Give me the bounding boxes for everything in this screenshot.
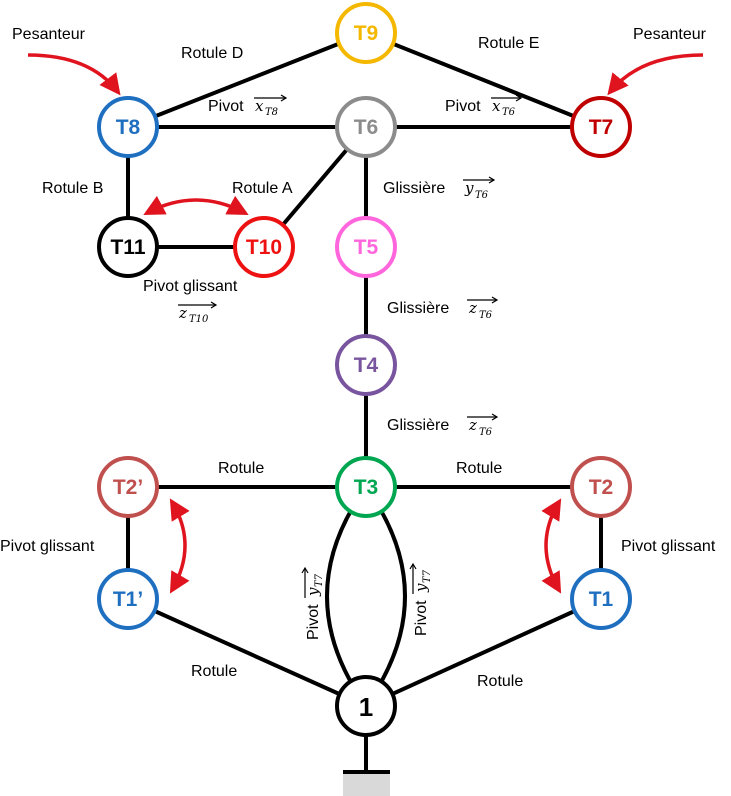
node-t1: T1 [570,568,632,630]
vector-symbol: y [464,179,474,197]
rotule-b-label: Rotule B [42,180,103,197]
vector-overarrow-head [491,413,499,421]
gravity-arrow-left [27,53,121,96]
node-label: T2’ [113,476,143,499]
vector-subscript: T6 [479,427,493,438]
rotule-a-label: Rotule A [232,180,293,197]
node-t10: T10 [233,216,295,278]
link-t9-t7 [365,31,602,129]
node-label: T8 [116,116,141,139]
node-label: T2 [589,476,614,499]
vector-subscript: T6 [479,310,493,321]
link-t3-1-left [325,485,368,708]
pivot-glissant-right-label: Pivot glissant [621,538,716,555]
link-t1p-1 [127,597,367,708]
pivot-right-label: Pivot [413,600,430,636]
vector-subscript: T10 [189,314,209,325]
rotation-arrow-left [169,498,190,594]
node-label: T7 [589,116,614,139]
vector-subscript: T6 [502,107,516,118]
node-label: T9 [354,22,379,45]
vector-x-t8: x T8 [254,94,288,118]
glissiere-label-1: Glissière [383,180,445,197]
pesanteur-right-label: Pesanteur [633,26,707,43]
vector-subscript: T7 [422,569,433,583]
pesanteur-left-label: Pesanteur [12,26,86,43]
link-t1-1 [365,597,602,708]
arrows [27,53,704,594]
rotule-left-label: Rotule [218,460,264,477]
node-label: T5 [354,236,379,259]
gravity-arrow-right [607,53,704,96]
node-t3: T3 [335,456,397,518]
node-label: T1’ [113,588,143,611]
rotation-arrow-t11-t10 [143,195,249,215]
rotule-bottom-left-label: Rotule [191,663,237,680]
node-label: T11 [110,236,145,259]
vector-symbol: z [468,299,477,317]
node-label: T1 [589,588,614,611]
glissiere-label-3: Glissière [387,417,449,434]
vector-symbol: x [492,97,501,115]
pivot-glissant-left-label: Pivot glissant [0,538,95,555]
node-label: T4 [354,354,379,377]
rotule-right-label: Rotule [456,460,502,477]
vector-symbol: z [178,304,187,322]
rotule-e-label: Rotule E [478,35,539,52]
vector-symbol: y [412,583,430,593]
vector-overarrow-head [210,301,218,309]
link-t8-t9 [127,31,367,129]
vector-subscript: T8 [265,107,278,118]
vector-z-t6-a: z T6 [467,296,499,321]
pivot-left-label: Pivot [305,604,322,640]
node-t11: T11 [97,216,159,278]
vector-symbol: y [304,587,322,597]
vector-overarrow-head [488,176,496,184]
node-label: 1 [359,692,373,722]
pivot-t6-label: Pivot [445,98,481,115]
node-label: T6 [354,116,379,139]
vector-z-t10: z T10 [178,301,218,325]
node-t8: T8 [97,96,159,158]
node-t6: T6 [335,96,397,158]
pivot-right-vertical: Pivot y T7 [409,562,433,636]
vector-subscript: T7 [314,573,325,587]
rotule-d-label: Rotule D [181,45,243,62]
node-t5: T5 [335,216,397,278]
vector-overarrow-head [491,296,499,304]
vector-overarrow-head [280,94,288,102]
vector-overarrow-head [301,566,309,574]
node-t7: T7 [570,96,632,158]
node-t9: T9 [335,2,397,64]
rotation-arrow-right [541,498,562,594]
node-label: T3 [354,476,379,499]
vector-y-t6: y T6 [463,176,496,201]
vector-subscript: T6 [475,190,489,201]
node-label: T10 [246,236,282,259]
vector-z-t6-b: z T6 [467,413,499,438]
pivot-left-vertical: Pivot y T7 [301,566,325,640]
node-1-ground-part: 1 [335,675,397,737]
vector-x-t6: x T6 [491,94,523,118]
node-t4: T4 [335,334,397,396]
vector-overarrow-head [409,562,417,570]
pivot-glissant-t10-label: Pivot glissant [143,278,238,295]
link-t3-1-right [364,485,407,708]
vector-symbol: z [468,416,477,434]
node-t1-prime: T1’ [97,568,159,630]
ground-block [343,774,390,796]
vector-overarrow-head [515,94,523,102]
pivot-t8-label: Pivot [208,98,244,115]
vector-symbol: x [255,97,264,115]
node-t2-prime: T2’ [97,456,159,518]
glissiere-label-2: Glissière [387,300,449,317]
node-t2: T2 [570,456,632,518]
rotule-bottom-right-label: Rotule [477,673,523,690]
